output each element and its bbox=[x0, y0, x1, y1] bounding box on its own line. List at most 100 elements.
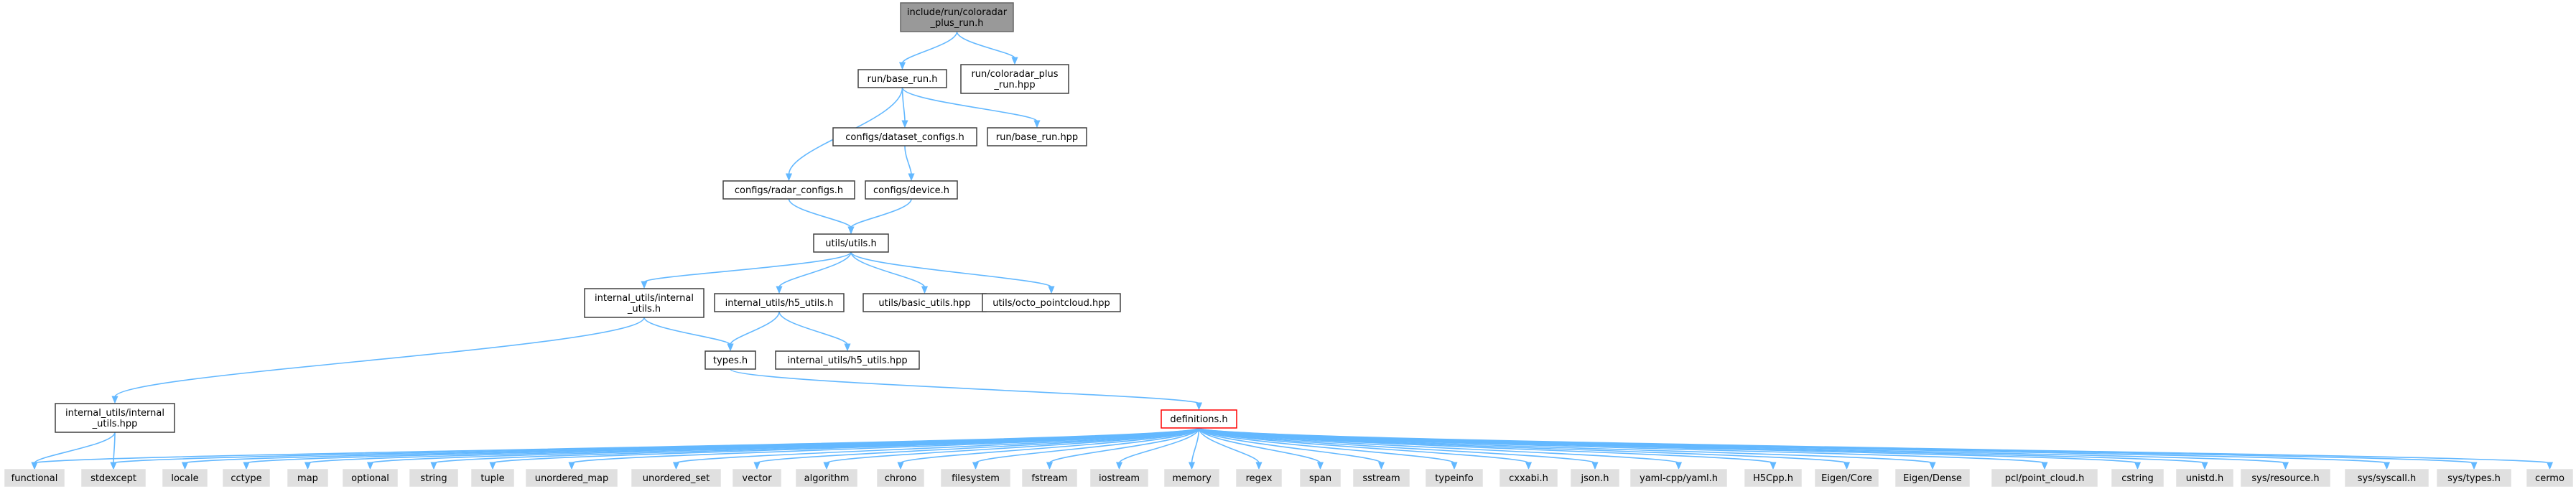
node-label: optional bbox=[351, 473, 389, 484]
node-label: _utils.h bbox=[627, 304, 661, 315]
node-basic-utils-hpp[interactable]: utils/basic_utils.hpp bbox=[862, 293, 987, 312]
node-box bbox=[705, 350, 756, 370]
node-label: yaml-cpp/yaml.h bbox=[1640, 473, 1718, 484]
node-types-h[interactable]: types.h bbox=[705, 350, 756, 370]
node-box bbox=[2111, 469, 2164, 487]
node-label: utils/utils.h bbox=[825, 238, 876, 249]
edge-line bbox=[901, 87, 1038, 122]
edge-line bbox=[114, 317, 645, 398]
edge-line bbox=[643, 317, 731, 345]
edge-definitions-h-to-memory bbox=[1188, 427, 1200, 470]
edge-arrowhead bbox=[2282, 462, 2289, 470]
node-label: fstream bbox=[1031, 473, 1067, 484]
node-base-run-h[interactable]: run/base_run.h bbox=[857, 69, 947, 88]
node-box bbox=[1815, 469, 1879, 487]
node-dataset-configs-h[interactable]: configs/dataset_configs.h bbox=[832, 127, 977, 146]
edge-line bbox=[1198, 427, 1382, 464]
node-box bbox=[813, 233, 889, 253]
node-internal-utils-h[interactable]: internal_utils/internal_utils.h bbox=[584, 288, 705, 318]
node-label: map bbox=[297, 473, 318, 484]
edge-arrowhead bbox=[1316, 462, 1324, 470]
edge-line bbox=[1198, 427, 2551, 464]
edge-arrowhead bbox=[2201, 462, 2208, 470]
edge-arrowhead bbox=[2134, 462, 2142, 470]
node-box bbox=[733, 469, 781, 487]
edge-arrowhead bbox=[641, 281, 648, 289]
node-box bbox=[960, 64, 1069, 94]
edge-arrowhead bbox=[1591, 462, 1599, 470]
node-box bbox=[1991, 469, 2098, 487]
node-coloradar-plus-run-hpp[interactable]: run/coloradar_plus_run.hpp bbox=[960, 64, 1069, 94]
node-box bbox=[865, 180, 958, 200]
node-label: sys/types.h bbox=[2447, 473, 2501, 484]
node-label: regex bbox=[1246, 473, 1273, 484]
node-label: internal_utils/h5_utils.h bbox=[725, 298, 834, 309]
node-box bbox=[862, 293, 987, 312]
node-box bbox=[162, 469, 208, 487]
edge-line bbox=[788, 198, 852, 228]
edge-definitions-h-to-unordered-map bbox=[568, 427, 1200, 470]
node-box bbox=[343, 469, 398, 487]
node-root[interactable]: include/run/coloradar_plus_run.h bbox=[900, 2, 1014, 32]
edge-line bbox=[730, 311, 780, 345]
edge-arrowhead bbox=[1451, 462, 1458, 470]
node-box bbox=[982, 293, 1121, 312]
node-label: chrono bbox=[885, 473, 917, 484]
node-box bbox=[2241, 469, 2330, 487]
node-definitions-h[interactable]: definitions.h bbox=[1161, 409, 1237, 429]
edges-layer bbox=[31, 31, 2554, 470]
node-label: cctype bbox=[231, 473, 261, 484]
edge-arrowhead bbox=[1046, 462, 1054, 470]
edge-line bbox=[1198, 427, 1455, 464]
node-base-run-hpp[interactable]: run/base_run.hpp bbox=[987, 127, 1087, 146]
node-box bbox=[1744, 469, 1802, 487]
edge-device-h-to-utils-h bbox=[847, 198, 912, 235]
edge-line bbox=[850, 251, 926, 288]
node-label: sys/syscall.h bbox=[2358, 473, 2417, 484]
node-internal-utils-hpp[interactable]: internal_utils/internal_utils.hpp bbox=[55, 403, 175, 433]
node-label: run/base_run.h bbox=[868, 74, 938, 85]
edge-arrowhead bbox=[972, 462, 980, 470]
edge-arrowhead bbox=[2041, 462, 2048, 470]
node-vector: vector bbox=[733, 469, 781, 487]
edge-base-run-h-to-base-run-hpp bbox=[901, 87, 1041, 129]
node-sys-resource-h: sys/resource.h bbox=[2241, 469, 2330, 487]
node-h5-utils-hpp[interactable]: internal_utils/h5_utils.hpp bbox=[775, 350, 920, 370]
edge-line bbox=[778, 311, 848, 345]
node-memory: memory bbox=[1164, 469, 1219, 487]
edge-line bbox=[675, 427, 1200, 464]
node-device-h[interactable]: configs/device.h bbox=[865, 180, 958, 200]
node-label: definitions.h bbox=[1170, 414, 1227, 425]
node-octo-pointcloud-hpp[interactable]: utils/octo_pointcloud.hpp bbox=[982, 293, 1121, 312]
edge-line bbox=[904, 145, 912, 175]
node-string: string bbox=[409, 469, 458, 487]
node-label: typeinfo bbox=[1435, 473, 1473, 484]
edge-arrowhead bbox=[1525, 462, 1533, 470]
edge-line bbox=[850, 198, 912, 228]
node-label: unordered_set bbox=[643, 473, 710, 484]
edge-line bbox=[730, 368, 1200, 404]
node-box bbox=[526, 469, 618, 487]
node-filesystem: filesystem bbox=[941, 469, 1010, 487]
node-label: utils/octo_pointcloud.hpp bbox=[992, 298, 1110, 309]
edge-arrowhead bbox=[1115, 462, 1123, 470]
node-h5-utils-h[interactable]: internal_utils/h5_utils.h bbox=[714, 293, 845, 312]
edge-line bbox=[1048, 427, 1200, 464]
edge-arrowhead bbox=[430, 462, 437, 470]
node-tuple: tuple bbox=[471, 469, 514, 487]
node-label: _plus_run.h bbox=[929, 18, 983, 29]
node-utils-h[interactable]: utils/utils.h bbox=[813, 233, 889, 253]
node-algorithm: algorithm bbox=[796, 469, 857, 487]
node-label: tuple bbox=[480, 473, 504, 484]
edge-arrowhead bbox=[1195, 402, 1203, 411]
node-yaml-h: yaml-cpp/yaml.h bbox=[1630, 469, 1727, 487]
node-radar-configs-h[interactable]: configs/radar_configs.h bbox=[722, 180, 855, 200]
edge-line bbox=[1198, 427, 1680, 464]
node-json-h: json.h bbox=[1571, 469, 1619, 487]
node-label: sstream bbox=[1362, 473, 1400, 484]
node-box bbox=[1022, 469, 1077, 487]
edge-arrowhead bbox=[1929, 462, 1936, 470]
node-box bbox=[2526, 469, 2573, 487]
node-cctype: cctype bbox=[223, 469, 270, 487]
